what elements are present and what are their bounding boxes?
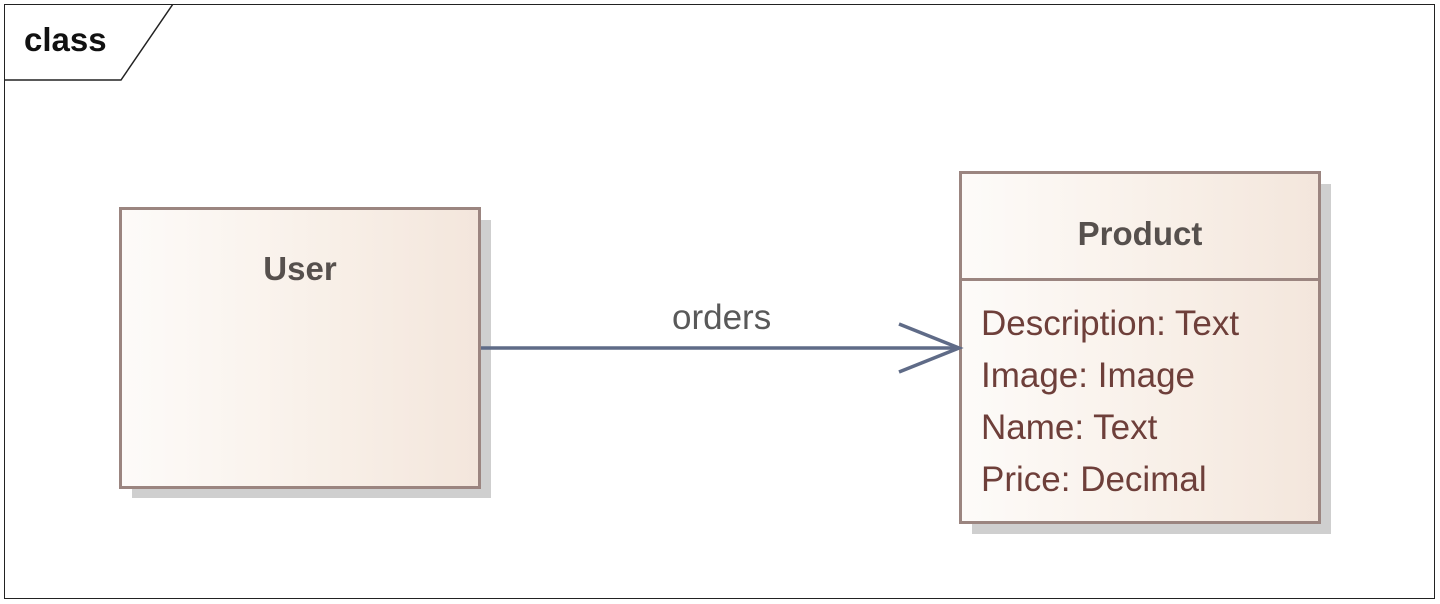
user-class[interactable]: User <box>119 207 481 489</box>
product-class-name: Product <box>1077 215 1203 252</box>
product-attribute[interactable]: Image: Image <box>981 356 1195 395</box>
class-compartment-divider <box>962 278 1318 281</box>
frame-label: class <box>24 21 107 58</box>
product-attribute[interactable]: Price: Decimal <box>981 460 1207 499</box>
product-class[interactable]: Product Description: Text Image: Image N… <box>959 171 1321 524</box>
frame-tab <box>4 4 174 81</box>
product-attribute[interactable]: Name: Text <box>981 408 1158 447</box>
user-class-name: User <box>263 250 337 287</box>
product-attribute-list: Description: Text Image: Image Name: Tex… <box>981 298 1239 506</box>
diagram-frame <box>4 4 1435 599</box>
product-attribute[interactable]: Description: Text <box>981 304 1240 343</box>
association-label: orders <box>672 298 772 337</box>
